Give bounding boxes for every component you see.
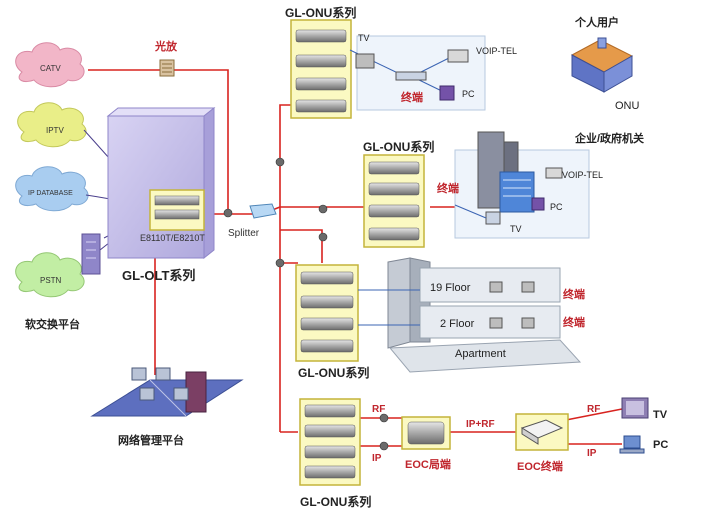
apartment-terminal-1: 终端	[563, 289, 585, 301]
pstn-label: PSTN	[40, 276, 62, 285]
onu-stack-eoc	[299, 398, 361, 486]
apartment-floor-low: 2 Floor	[440, 318, 475, 330]
nms-network	[90, 367, 244, 417]
home-user-panel	[349, 35, 486, 111]
eoc-pc-label: PC	[653, 439, 669, 451]
apartment-terminal-2: 终端	[563, 317, 585, 329]
olt-series-label: GL-OLT系列	[122, 268, 196, 283]
catv-label: CATV	[40, 64, 61, 73]
splitter-icon	[249, 203, 277, 219]
eoc-terminal-label: EOC终端	[517, 461, 563, 473]
onu-stack-enterprise	[363, 154, 425, 248]
pc-icon	[619, 435, 645, 454]
eoc-rf-right: RF	[587, 404, 601, 415]
apartment-floor-high: 19 Floor	[430, 282, 471, 294]
enterprise-title: 企业/政府机关	[575, 133, 645, 145]
onu-top-terminal: 终端	[401, 92, 423, 104]
apartment-onu-series: GL-ONU系列	[298, 366, 370, 380]
home-onu-label: ONU	[615, 100, 640, 112]
eoc-ip-right: IP	[587, 448, 597, 459]
amplifier-icon	[159, 59, 175, 77]
enterprise-onu-series: GL-ONU系列	[363, 140, 435, 154]
iptv-label: IPTV	[46, 126, 64, 135]
olt-device-label: E8110T/E8210T	[140, 233, 205, 243]
eoc-local-label: EOC局端	[405, 459, 451, 471]
onu-top-pc: PC	[462, 89, 475, 99]
onu-top-voip: VOIP-TEL	[476, 46, 518, 56]
house-icon	[570, 37, 634, 93]
enterprise-terminal: 终端	[437, 183, 459, 195]
ip-database-cloud	[15, 166, 89, 212]
eoc-onu-series: GL-ONU系列	[300, 495, 372, 509]
amplifier-label: 光放	[155, 41, 177, 53]
eoc-local-device	[401, 416, 451, 450]
softswitch-label: 软交换平台	[25, 319, 80, 331]
enterprise-building	[454, 131, 590, 239]
splitter-label: Splitter	[228, 228, 260, 239]
eoc-ip-left: IP	[372, 453, 382, 464]
enterprise-tv: TV	[510, 224, 522, 234]
tv-icon	[621, 397, 649, 419]
nms-label: 网络管理平台	[118, 435, 184, 447]
iptv-cloud	[17, 102, 87, 148]
olt-cabinet	[106, 106, 216, 260]
apartment-name: Apartment	[455, 348, 506, 360]
enterprise-pc: PC	[550, 202, 563, 212]
ip-database-label: IP DATABASE	[28, 190, 73, 197]
eoc-rf-left: RF	[372, 404, 386, 415]
onu-top-tv: TV	[358, 33, 370, 43]
onu-top-title: GL-ONU系列	[285, 6, 357, 20]
onu-stack-top	[290, 19, 352, 119]
splice-nodes	[223, 157, 389, 451]
onu-stack-apartment	[295, 264, 359, 362]
enterprise-voip: VOIP-TEL	[562, 170, 604, 180]
pstn-cloud	[15, 252, 85, 298]
softswitch-device	[81, 233, 101, 275]
apartment-building	[358, 257, 582, 373]
eoc-link-label: IP+RF	[466, 419, 495, 430]
catv-cloud	[15, 42, 85, 88]
eoc-terminal-device	[515, 413, 569, 451]
eoc-tv-label: TV	[653, 409, 668, 421]
home-title: 个人用户	[575, 17, 619, 29]
